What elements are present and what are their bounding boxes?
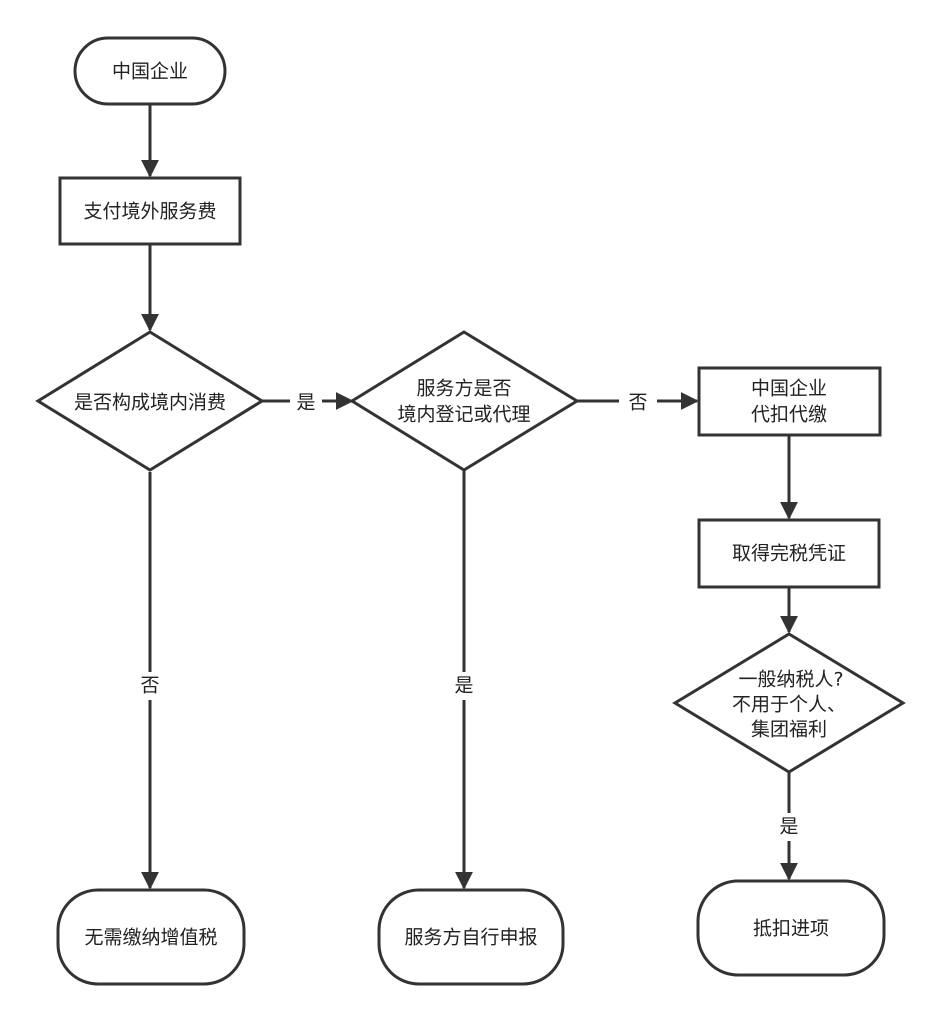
svg-text:服务方是否: 服务方是否: [416, 378, 511, 400]
edge-label-q2-no: 否: [619, 389, 657, 415]
svg-text:集团福利: 集团福利: [751, 719, 827, 741]
svg-text:抵扣进项: 抵扣进项: [753, 918, 829, 940]
node-start: 中国企业: [73, 36, 227, 106]
svg-text:中国企业: 中国企业: [112, 61, 188, 83]
node-end-deduct-input: 抵扣进项: [696, 879, 886, 977]
edge-label-q3-yes: 是: [772, 813, 806, 841]
svg-text:是否构成境内消费: 是否构成境内消费: [74, 392, 226, 414]
svg-text:是: 是: [296, 392, 315, 414]
edge-label-q1-no: 否: [133, 672, 167, 700]
edge-label-q1-yes: 是: [290, 389, 322, 415]
edge-label-q2-yes: 是: [447, 672, 481, 700]
node-end-no-vat: 无需缴纳增值税: [56, 888, 246, 986]
svg-text:否: 否: [140, 675, 159, 697]
svg-text:服务方自行申报: 服务方自行申报: [404, 927, 537, 949]
svg-text:取得完税凭证: 取得完税凭证: [732, 543, 846, 565]
svg-text:一般纳税人?: 一般纳税人?: [738, 669, 843, 691]
node-decision-provider-registered: 服务方是否 境内登记或代理: [349, 330, 580, 472]
svg-text:境内登记或代理: 境内登记或代理: [397, 404, 530, 426]
node-decision-general-taxpayer: 一般纳税人? 不用于个人、 集团福利: [672, 632, 906, 774]
svg-text:不用于个人、: 不用于个人、: [732, 694, 846, 716]
svg-text:代扣代缴: 代扣代缴: [751, 404, 827, 426]
node-decision-domestic-consumption: 是否构成境内消费: [35, 330, 265, 472]
svg-text:否: 否: [628, 392, 647, 414]
svg-text:无需缴纳增值税: 无需缴纳增值税: [84, 927, 217, 949]
svg-text:是: 是: [779, 816, 798, 838]
svg-text:支付境外服务费: 支付境外服务费: [83, 201, 216, 223]
node-withhold-and-pay: 中国企业 代扣代缴: [697, 366, 882, 437]
node-pay-overseas-fee: 支付境外服务费: [58, 176, 242, 246]
node-end-self-report: 服务方自行申报: [377, 888, 565, 986]
svg-text:中国企业: 中国企业: [751, 378, 827, 400]
svg-text:是: 是: [454, 675, 473, 697]
node-obtain-tax-voucher: 取得完税凭证: [697, 518, 881, 589]
